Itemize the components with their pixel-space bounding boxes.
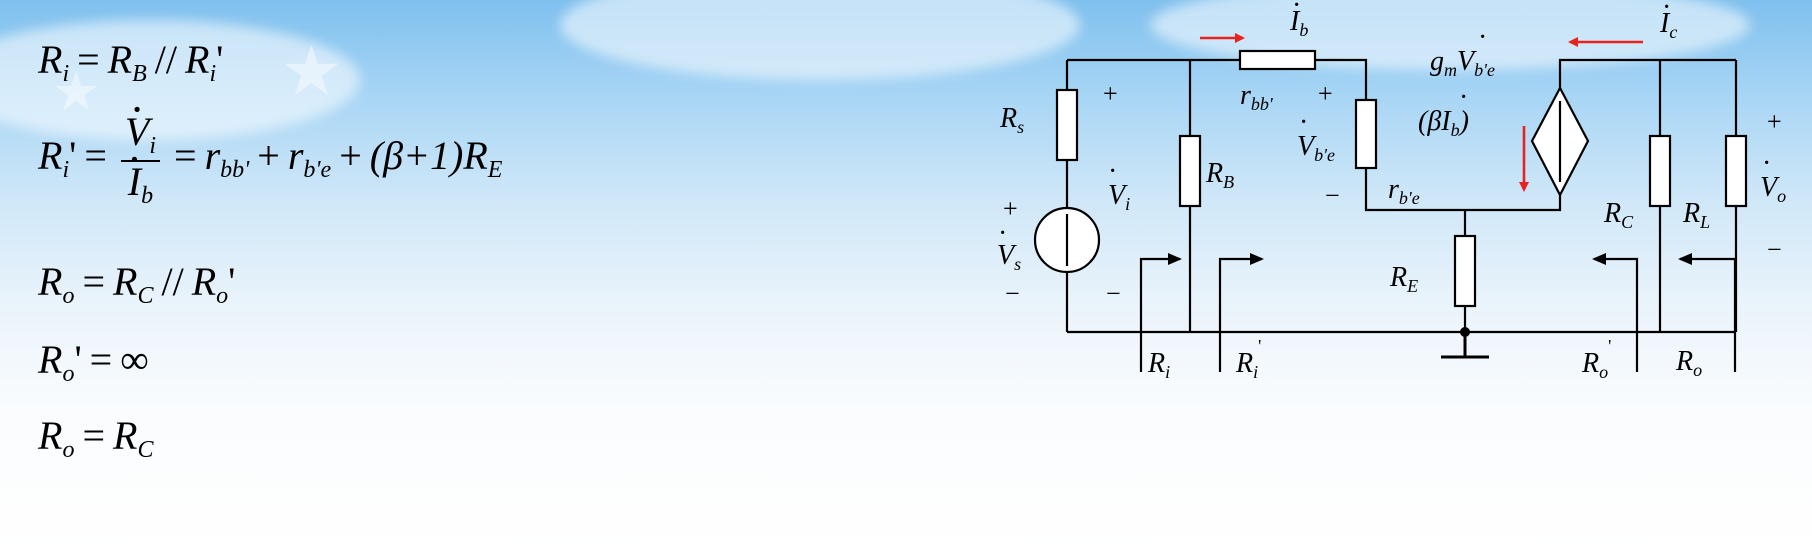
- wire-top-rbb: [1315, 58, 1368, 100]
- resistor-rl: [1724, 134, 1748, 208]
- dot-vi: ·: [1108, 156, 1117, 187]
- dot-beta-ib: ·: [1459, 82, 1468, 113]
- formula-ri: Ri=RB//Ri': [38, 37, 224, 87]
- label-vo: Vo: [1760, 172, 1786, 206]
- ri-arrow: [1139, 253, 1182, 372]
- label-vs: Vs: [997, 240, 1021, 274]
- formula-ro-final: Ro=RC: [38, 413, 154, 463]
- formula-ro: Ro=RC//Ro': [38, 259, 236, 309]
- plus-vbe: +: [1318, 79, 1333, 108]
- resistor-re: [1453, 234, 1477, 308]
- formula-panel: Ri=RB//Ri' Ri'=ViIb=rbb'+rb'e+(β+1)RE Ro…: [0, 0, 700, 551]
- dot-vo: ·: [1762, 148, 1771, 179]
- label-ro-prime: Ro': [1581, 336, 1611, 382]
- label-rc: RC: [1603, 198, 1634, 232]
- ri-prime-arrow: [1218, 253, 1264, 372]
- label-ib: Ib: [1289, 6, 1308, 40]
- label-ro: Ro: [1675, 346, 1702, 380]
- background-star: ★: [52, 62, 101, 122]
- label-rbe: rb'e: [1388, 174, 1420, 208]
- background-star: ★: [280, 34, 343, 111]
- label-rb: RB: [1205, 158, 1234, 192]
- label-ri: Ri: [1147, 348, 1170, 382]
- label-re: RE: [1389, 262, 1418, 296]
- label-rs: Rs: [999, 103, 1024, 137]
- formula-ro-prime: Ro'=∞: [38, 337, 149, 387]
- wire-rbe-branch: [1364, 168, 1562, 212]
- wires: [1065, 58, 1738, 359]
- fraction: ViIb: [120, 112, 160, 208]
- minus-vbe: −: [1325, 181, 1340, 210]
- dot-gm-v: ·: [1478, 22, 1487, 53]
- resistor-rs: [1055, 88, 1079, 162]
- formula-ri-prime: Ri'=ViIb=rbb'+rb'e+(β+1)RE: [38, 112, 502, 209]
- minus-vo: −: [1767, 235, 1782, 264]
- label-rbb: rbb': [1240, 80, 1274, 114]
- minus-vi: −: [1106, 279, 1121, 308]
- label-rl: RL: [1682, 198, 1710, 232]
- label-ic: Ic: [1659, 8, 1677, 42]
- label-beta-ib: (βIb): [1418, 106, 1469, 140]
- dot-ic: ·: [1662, 0, 1671, 23]
- minus-vs: −: [1005, 279, 1020, 308]
- dot-ib: ·: [1292, 0, 1301, 21]
- dot-vbe: ·: [1299, 107, 1308, 138]
- label-gm-vbe: gmVb'e: [1430, 46, 1495, 80]
- resistor-rc: [1648, 134, 1672, 208]
- plus-rs: +: [1103, 79, 1118, 108]
- ro-arrow: [1678, 253, 1737, 372]
- label-vi: Vi: [1108, 180, 1130, 214]
- plus-vo: +: [1767, 107, 1782, 136]
- dot-vs: ·: [998, 218, 1007, 249]
- resistor-rbb: [1238, 49, 1317, 71]
- resistor-rbe: [1354, 98, 1378, 170]
- resistor-rb: [1178, 134, 1202, 208]
- ground-node: [1460, 327, 1470, 337]
- label-vbe: Vb'e: [1297, 131, 1335, 165]
- label-ri-prime: Ri': [1235, 336, 1261, 382]
- ro-prime-arrow: [1592, 253, 1639, 372]
- wire-right-branch: [1558, 58, 1738, 332]
- background-cloud: [0, 20, 360, 140]
- plus-vs: +: [1003, 194, 1018, 223]
